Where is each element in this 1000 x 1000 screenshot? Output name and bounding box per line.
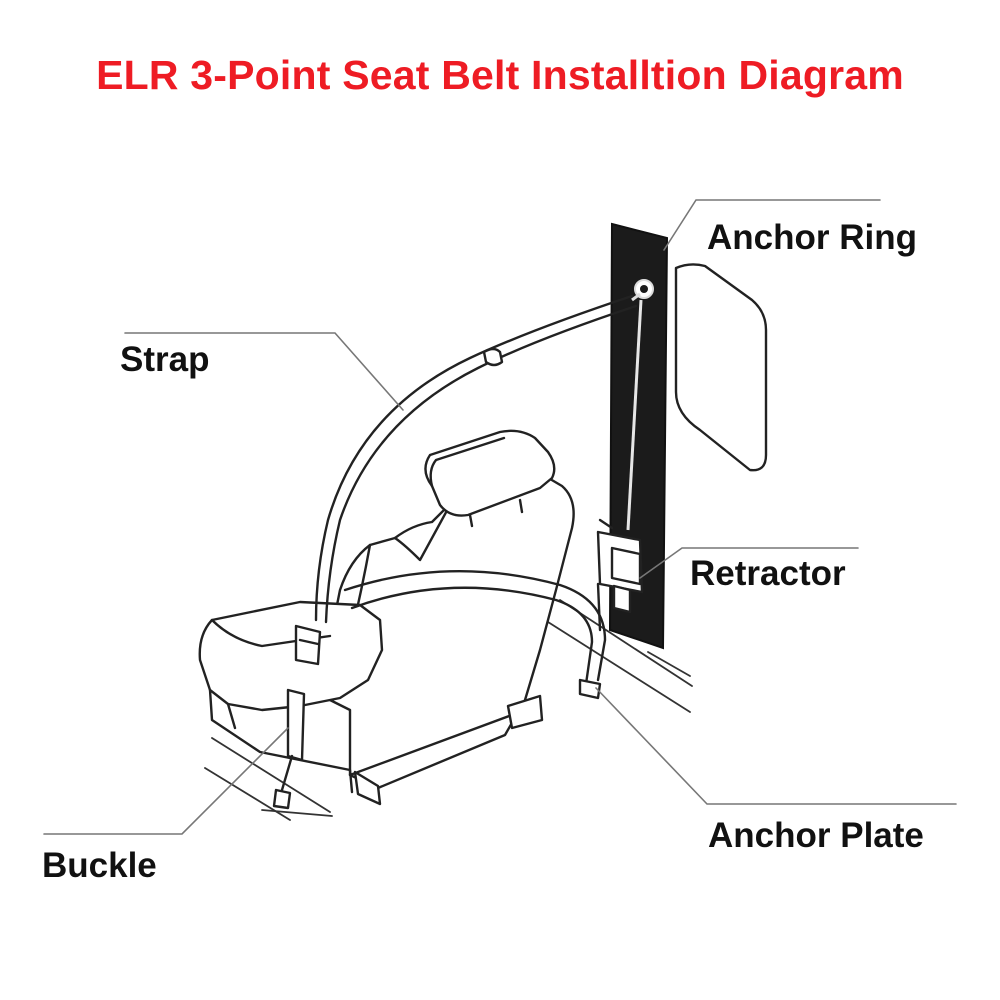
buckle-part — [272, 624, 322, 810]
side-window — [674, 263, 768, 472]
leader-lines — [43, 199, 957, 835]
anchor-plate-leader — [595, 687, 957, 805]
retractor-leader — [639, 547, 859, 579]
seat-cushion — [198, 600, 384, 712]
diagram-title: ELR 3-Point Seat Belt Installtion Diagra… — [96, 52, 904, 98]
seat-foot — [506, 694, 544, 730]
pillar-webbing — [626, 299, 643, 531]
strap-leader — [124, 332, 404, 411]
anchor-ring-leader — [663, 199, 881, 251]
label-anchor-plate: Anchor Plate — [708, 816, 924, 855]
label-buckle: Buckle — [42, 846, 157, 885]
headrest — [424, 429, 556, 528]
label-retractor: Retractor — [690, 554, 846, 593]
retractor-part — [596, 530, 644, 614]
strap-part — [314, 294, 638, 624]
anchor-ring-part — [631, 279, 654, 302]
label-anchor-ring: Anchor Ring — [707, 218, 917, 257]
lap-belt — [343, 569, 607, 700]
label-strap: Strap — [120, 340, 210, 379]
buckle-leader — [43, 727, 289, 835]
